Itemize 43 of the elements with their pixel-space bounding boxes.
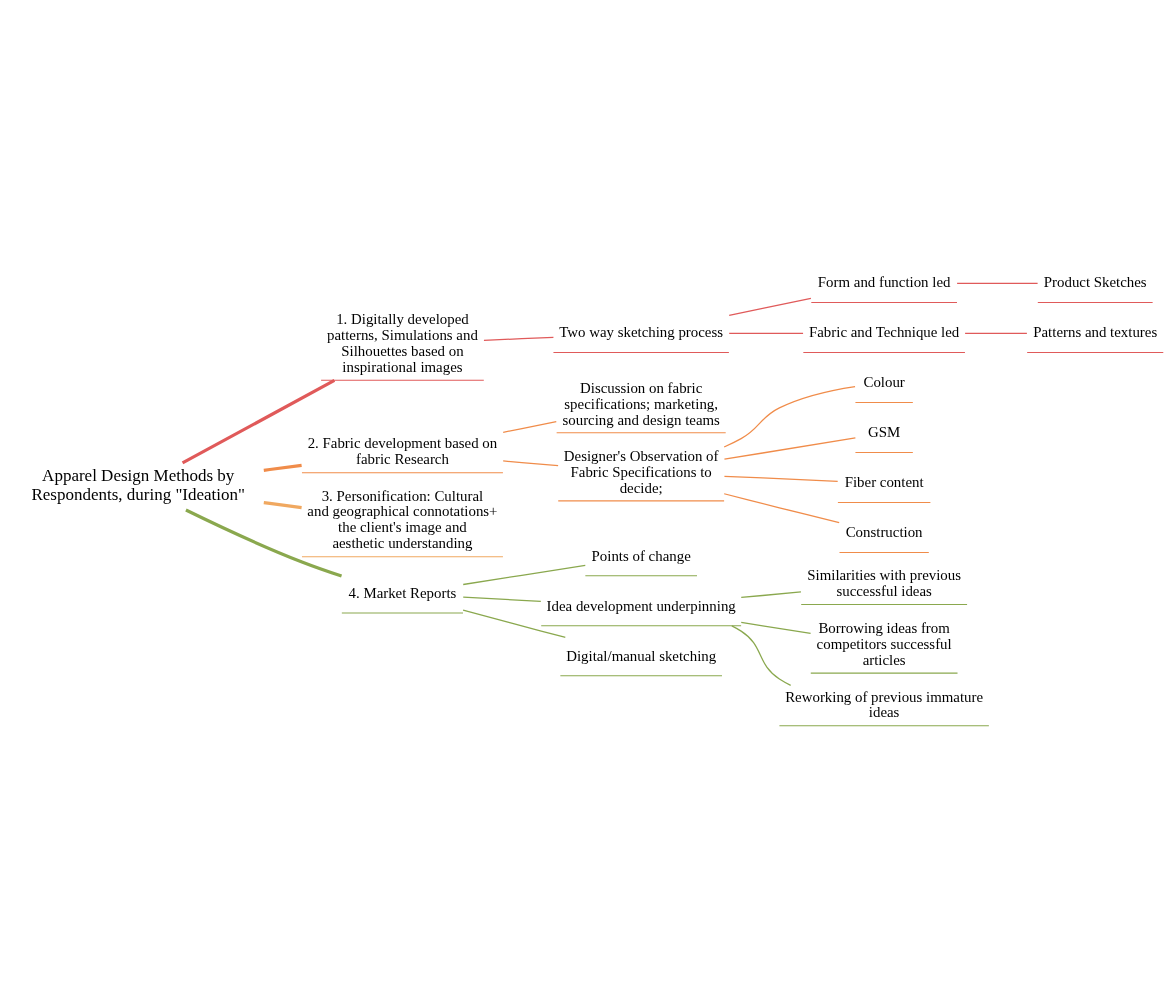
connector [728, 332, 804, 334]
node-text: Patterns and textures [1033, 324, 1158, 341]
connector [964, 332, 1028, 334]
node-text: Fiber content [844, 474, 924, 491]
node-text: Similarities with previous successful ideas [807, 567, 961, 600]
connector [181, 379, 336, 465]
node-text: Reworking of previous immature ideas [785, 688, 984, 721]
connector [956, 282, 1039, 285]
node-text: 3. Personification: Cultural and geographical connotations+ the client's image and aesthetic understanding [307, 487, 498, 552]
connector [502, 420, 557, 433]
node-text: Idea development underpinning [546, 597, 736, 614]
connector [723, 437, 857, 460]
connector [462, 596, 542, 602]
connector [728, 297, 812, 316]
connector [723, 475, 839, 482]
node-text: Designer's Observation of Fabric Specifications to decide; [563, 447, 719, 496]
node-text: Points of change [591, 547, 691, 564]
node-text: 4. Market Reports [348, 584, 457, 601]
connector [462, 564, 586, 586]
node-text: Borrowing ideas from competitors successful articles [816, 619, 952, 668]
node-text: Apparel Design Methods by Respondents, during "Ideation" [31, 465, 246, 505]
connector [263, 501, 302, 510]
node-text: 1. Digitally developed patterns, Simulations and Silhouettes based on inspirational images [327, 311, 478, 375]
node-text: Fabric and Technique led [809, 324, 960, 341]
node-text: Two way sketching process [559, 324, 724, 341]
node-text: Form and function led [817, 274, 951, 291]
connector [263, 463, 302, 472]
connector [185, 508, 343, 578]
connector [723, 493, 840, 524]
connector [740, 621, 812, 635]
node-text: Digital/manual sketching [566, 647, 717, 664]
node-text: 2. Fabric development based on fabric Research [307, 435, 498, 468]
connector [740, 591, 802, 599]
node-text: Product Sketches [1043, 274, 1147, 291]
node-text: Colour [863, 374, 905, 391]
connector [483, 336, 555, 342]
connector [502, 460, 559, 467]
node-text: Construction [845, 524, 923, 541]
node-text: GSM [868, 424, 901, 441]
connector [462, 609, 566, 639]
connector [723, 385, 856, 448]
node-text: Discussion on fabric specifications; marketing, sourcing and design teams [562, 379, 720, 428]
connector [731, 625, 792, 686]
